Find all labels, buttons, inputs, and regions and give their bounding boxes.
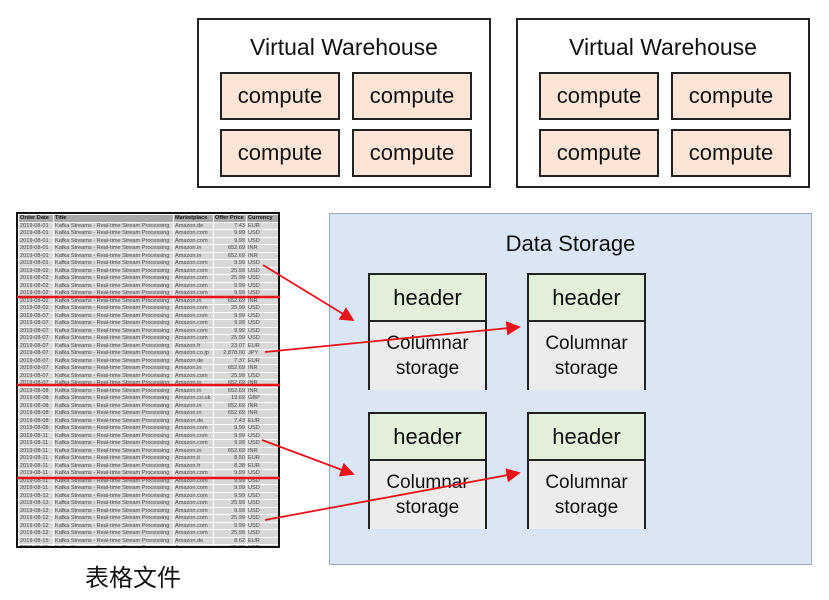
columnar-label: Columnar <box>386 472 469 493</box>
table-cell: USD <box>246 544 278 546</box>
warehouse-title: Virtual Warehouse <box>250 34 438 60</box>
columnar-storage: Columnar storage <box>370 461 485 529</box>
virtual-warehouse-1: Virtual Warehouse compute compute comput… <box>197 18 491 188</box>
warehouse-title: Virtual Warehouse <box>569 34 757 60</box>
arrow <box>264 321 521 353</box>
data-storage-title: Data Storage <box>505 231 636 256</box>
columnar-label: Columnar <box>545 333 628 354</box>
storage-label: storage <box>395 497 460 518</box>
compute-node: compute <box>671 72 791 120</box>
compute-node: compute <box>220 72 340 120</box>
storage-block: header Columnar storage <box>527 273 646 390</box>
block-header: header <box>529 414 644 461</box>
compute-node: compute <box>671 129 791 177</box>
columnar-label: Columnar <box>545 472 628 493</box>
compute-node: compute <box>352 72 472 120</box>
arrow <box>262 264 355 321</box>
compute-node: compute <box>220 129 340 177</box>
arrow <box>264 468 521 521</box>
storage-label: storage <box>554 358 619 379</box>
compute-node: compute <box>539 129 659 177</box>
caption: 表格文件 <box>85 565 181 592</box>
arrow <box>261 439 355 477</box>
virtual-warehouse-2: Virtual Warehouse compute compute comput… <box>516 18 810 188</box>
block-header: header <box>370 275 485 322</box>
storage-label: storage <box>554 497 619 518</box>
storage-block: header Columnar storage <box>527 412 646 529</box>
block-header: header <box>529 275 644 322</box>
compute-node: compute <box>352 129 472 177</box>
columnar-storage: Columnar storage <box>529 461 644 529</box>
storage-block: header Columnar storage <box>368 412 487 529</box>
compute-node: compute <box>539 72 659 120</box>
storage-label: storage <box>395 358 460 379</box>
columnar-storage: Columnar storage <box>529 322 644 390</box>
block-header: header <box>370 414 485 461</box>
